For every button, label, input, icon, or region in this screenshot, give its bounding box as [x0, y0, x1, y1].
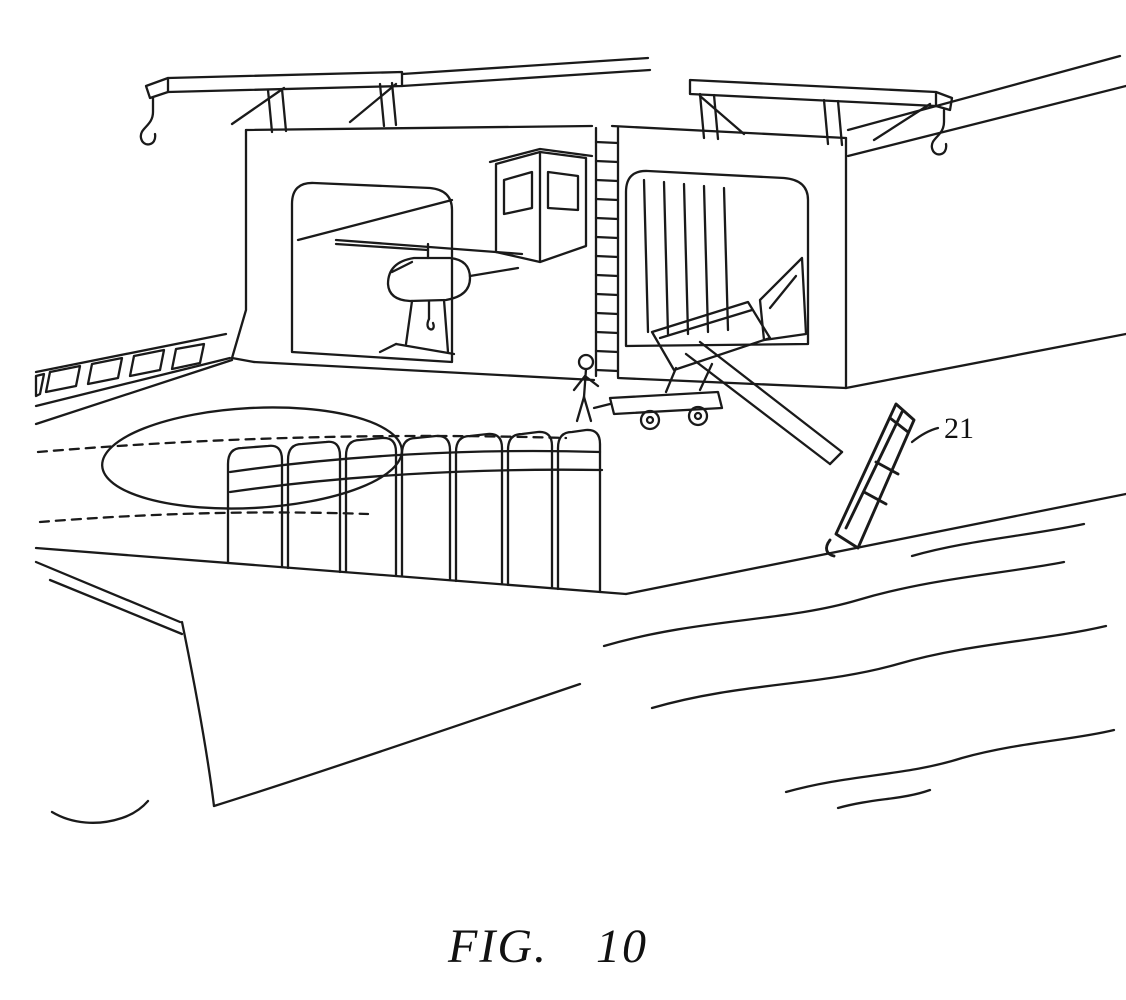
- ref-label-21: 21: [910, 412, 974, 445]
- left-davit-crane-icon: [139, 70, 404, 146]
- control-cabin-icon: [488, 147, 594, 264]
- transport-cart-icon: [592, 300, 772, 431]
- wave: [784, 728, 1116, 794]
- flight-deck: [34, 332, 1126, 636]
- leader-line: [910, 426, 940, 444]
- wave: [910, 522, 1086, 558]
- ladder-icon: [594, 126, 620, 379]
- superstructure-windows: [34, 332, 232, 408]
- right-davit-crane-icon: [688, 78, 954, 156]
- helicopter-icon: [334, 238, 524, 356]
- reference-number: 21: [944, 412, 974, 445]
- hull-waterline: [212, 682, 582, 808]
- wave: [836, 788, 932, 810]
- wave: [50, 799, 150, 824]
- railing-hoops: [226, 428, 604, 594]
- hangar-structure: [230, 124, 848, 390]
- stern-ramp-icon: [684, 340, 844, 466]
- hull-bow-edge: [180, 620, 216, 808]
- hull-and-water: [50, 522, 1116, 824]
- wave: [602, 560, 1066, 648]
- figure-caption: FIG. 10: [447, 920, 648, 973]
- distant-deck-lines: [400, 54, 1126, 158]
- watercraft-icon: [825, 402, 916, 558]
- person-figure: [572, 353, 600, 423]
- wave: [650, 624, 1108, 710]
